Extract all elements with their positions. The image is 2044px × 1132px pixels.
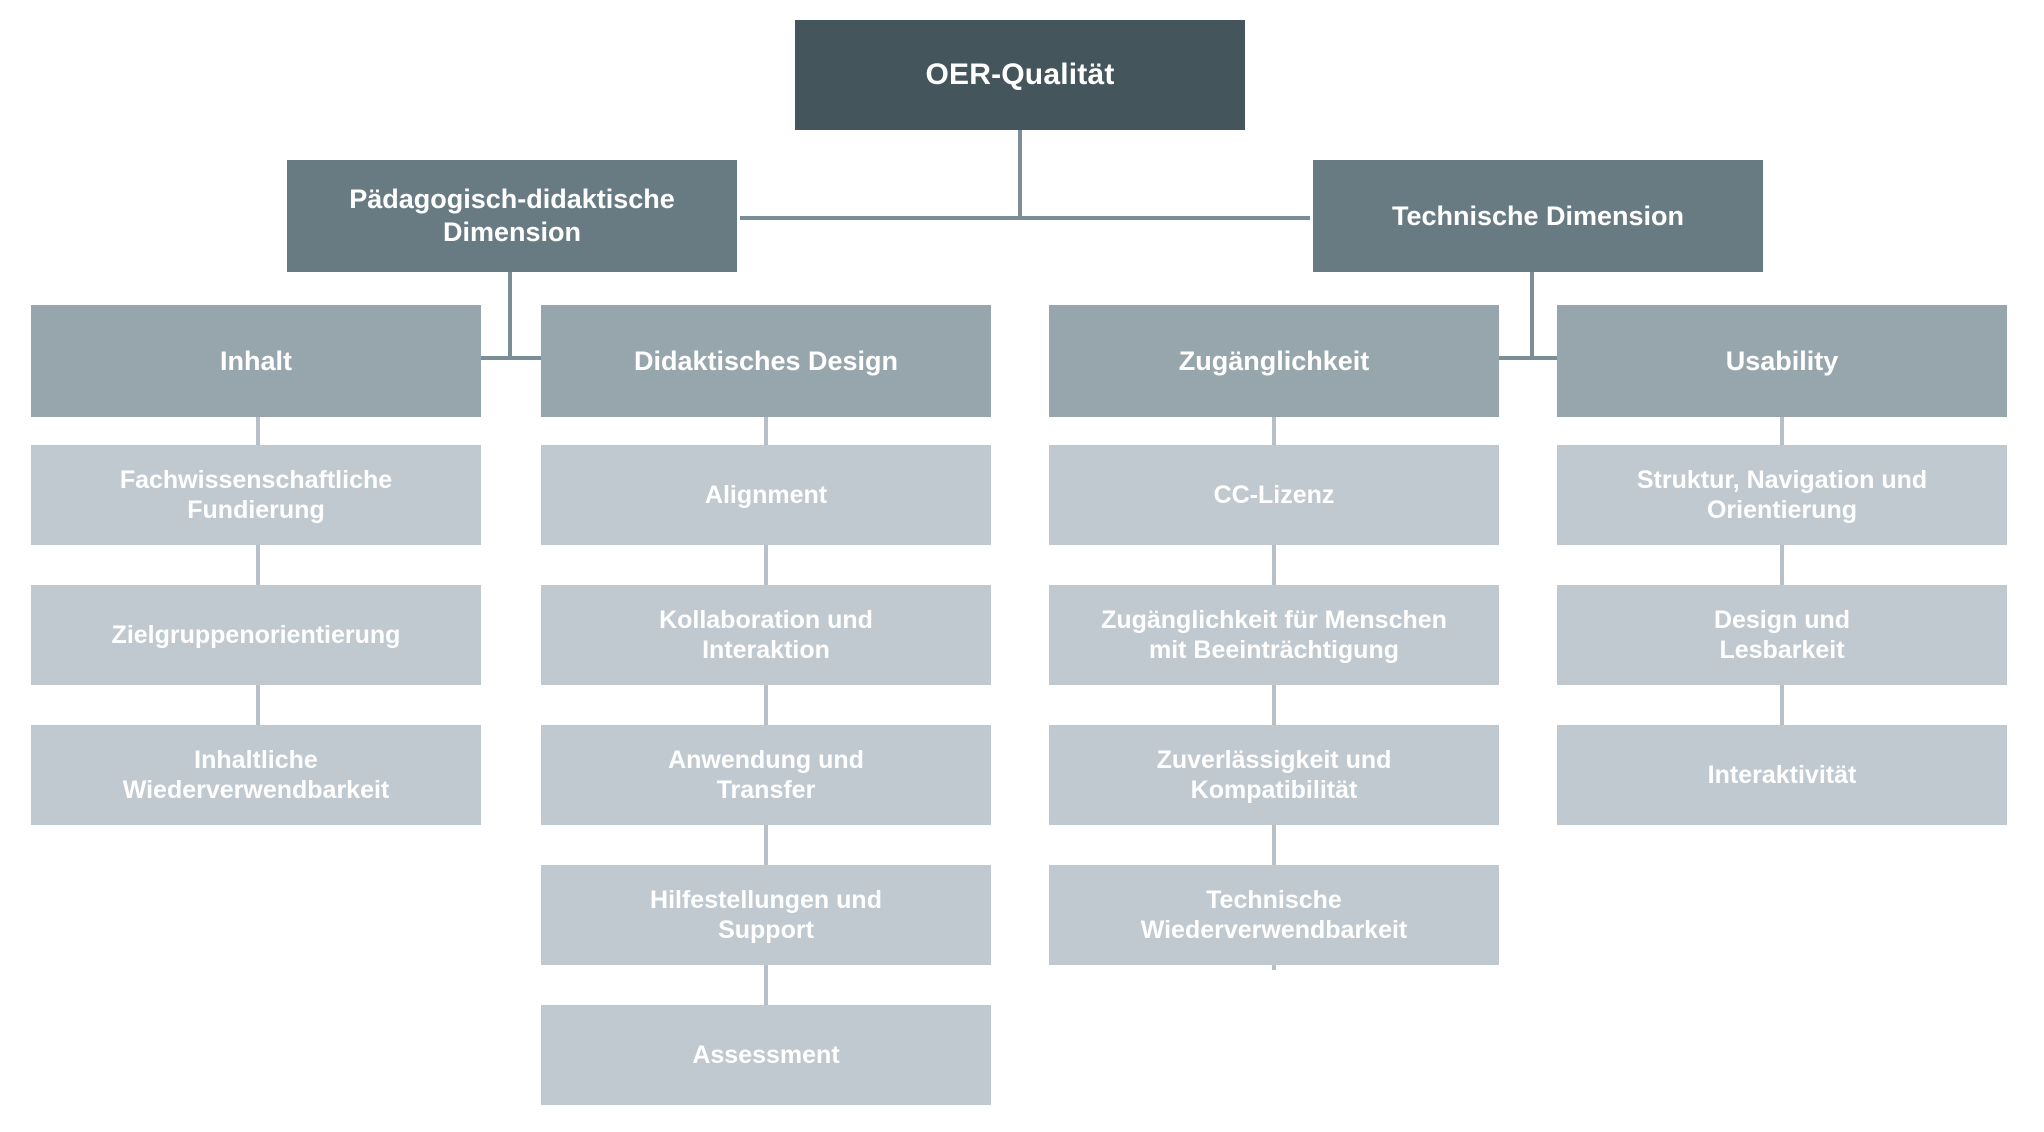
node-dimension-label: Technische Dimension — [1391, 200, 1685, 231]
connector-dimension-horizontal — [740, 216, 1310, 220]
node-leaf-label: Anwendung und Transfer — [668, 745, 864, 805]
node-leaf-label: Inhaltliche Wiederverwendbarkeit — [122, 745, 390, 805]
node-leaf-label: Technische Wiederverwendbarkeit — [1140, 885, 1408, 945]
node-leaf-label: Kollaboration und Interaktion — [659, 605, 873, 665]
node-leaf[interactable]: Zielgruppenorientierung — [31, 585, 481, 685]
node-leaf[interactable]: Assessment — [541, 1005, 991, 1105]
connector-root-vertical — [1018, 130, 1022, 220]
node-leaf[interactable]: Anwendung und Transfer — [541, 725, 991, 825]
node-root-oer-qualitaet[interactable]: OER-Qualität — [795, 20, 1245, 130]
node-leaf-label: Interaktivität — [1707, 760, 1857, 789]
node-leaf[interactable]: CC-Lizenz — [1049, 445, 1499, 545]
connector-dim2-vertical — [1530, 270, 1534, 360]
node-leaf-label: Zielgruppenorientierung — [111, 620, 401, 649]
node-leaf-label: Fachwissenschaftliche Fundierung — [119, 465, 393, 525]
node-category-label: Usability — [1725, 345, 1839, 376]
node-dimension-paedagogisch-didaktisch[interactable]: Pädagogisch-didaktische Dimension — [287, 160, 737, 272]
connector-dim1-vertical — [508, 270, 512, 360]
node-leaf[interactable]: Alignment — [541, 445, 991, 545]
node-leaf-label: Assessment — [692, 1040, 840, 1069]
node-category-didaktisches-design[interactable]: Didaktisches Design — [541, 305, 991, 417]
connector-dim2-horizontal — [1492, 356, 1578, 360]
node-dimension-technisch[interactable]: Technische Dimension — [1313, 160, 1763, 272]
node-leaf[interactable]: Hilfestellungen und Support — [541, 865, 991, 965]
node-leaf-label: CC-Lizenz — [1213, 480, 1335, 509]
connector-dim1-horizontal — [470, 356, 556, 360]
node-category-label: Inhalt — [220, 345, 292, 376]
node-root-label: OER-Qualität — [925, 57, 1115, 91]
connector-col3-spine — [1272, 415, 1276, 970]
node-leaf-label: Hilfestellungen und Support — [650, 885, 882, 945]
node-leaf[interactable]: Struktur, Navigation und Orientierung — [1557, 445, 2007, 545]
node-leaf-label: Zugänglichkeit für Menschen mit Beeinträ… — [1101, 605, 1447, 665]
node-category-zugaenglichkeit[interactable]: Zugänglichkeit — [1049, 305, 1499, 417]
node-category-usability[interactable]: Usability — [1557, 305, 2007, 417]
node-dimension-label: Pädagogisch-didaktische Dimension — [349, 184, 675, 247]
node-leaf-label: Design und Lesbarkeit — [1713, 605, 1851, 665]
node-category-label: Didaktisches Design — [633, 345, 899, 376]
node-leaf-label: Zuverlässigkeit und Kompatibilität — [1156, 745, 1392, 805]
node-leaf[interactable]: Fachwissenschaftliche Fundierung — [31, 445, 481, 545]
node-category-inhalt[interactable]: Inhalt — [31, 305, 481, 417]
node-leaf[interactable]: Zuverlässigkeit und Kompatibilität — [1049, 725, 1499, 825]
node-leaf-label: Alignment — [704, 480, 828, 509]
node-leaf[interactable]: Design und Lesbarkeit — [1557, 585, 2007, 685]
node-leaf[interactable]: Technische Wiederverwendbarkeit — [1049, 865, 1499, 965]
node-leaf[interactable]: Inhaltliche Wiederverwendbarkeit — [31, 725, 481, 825]
node-leaf[interactable]: Kollaboration und Interaktion — [541, 585, 991, 685]
node-category-label: Zugänglichkeit — [1178, 345, 1370, 376]
node-leaf-label: Struktur, Navigation und Orientierung — [1636, 465, 1928, 525]
node-leaf[interactable]: Interaktivität — [1557, 725, 2007, 825]
node-leaf[interactable]: Zugänglichkeit für Menschen mit Beeinträ… — [1049, 585, 1499, 685]
